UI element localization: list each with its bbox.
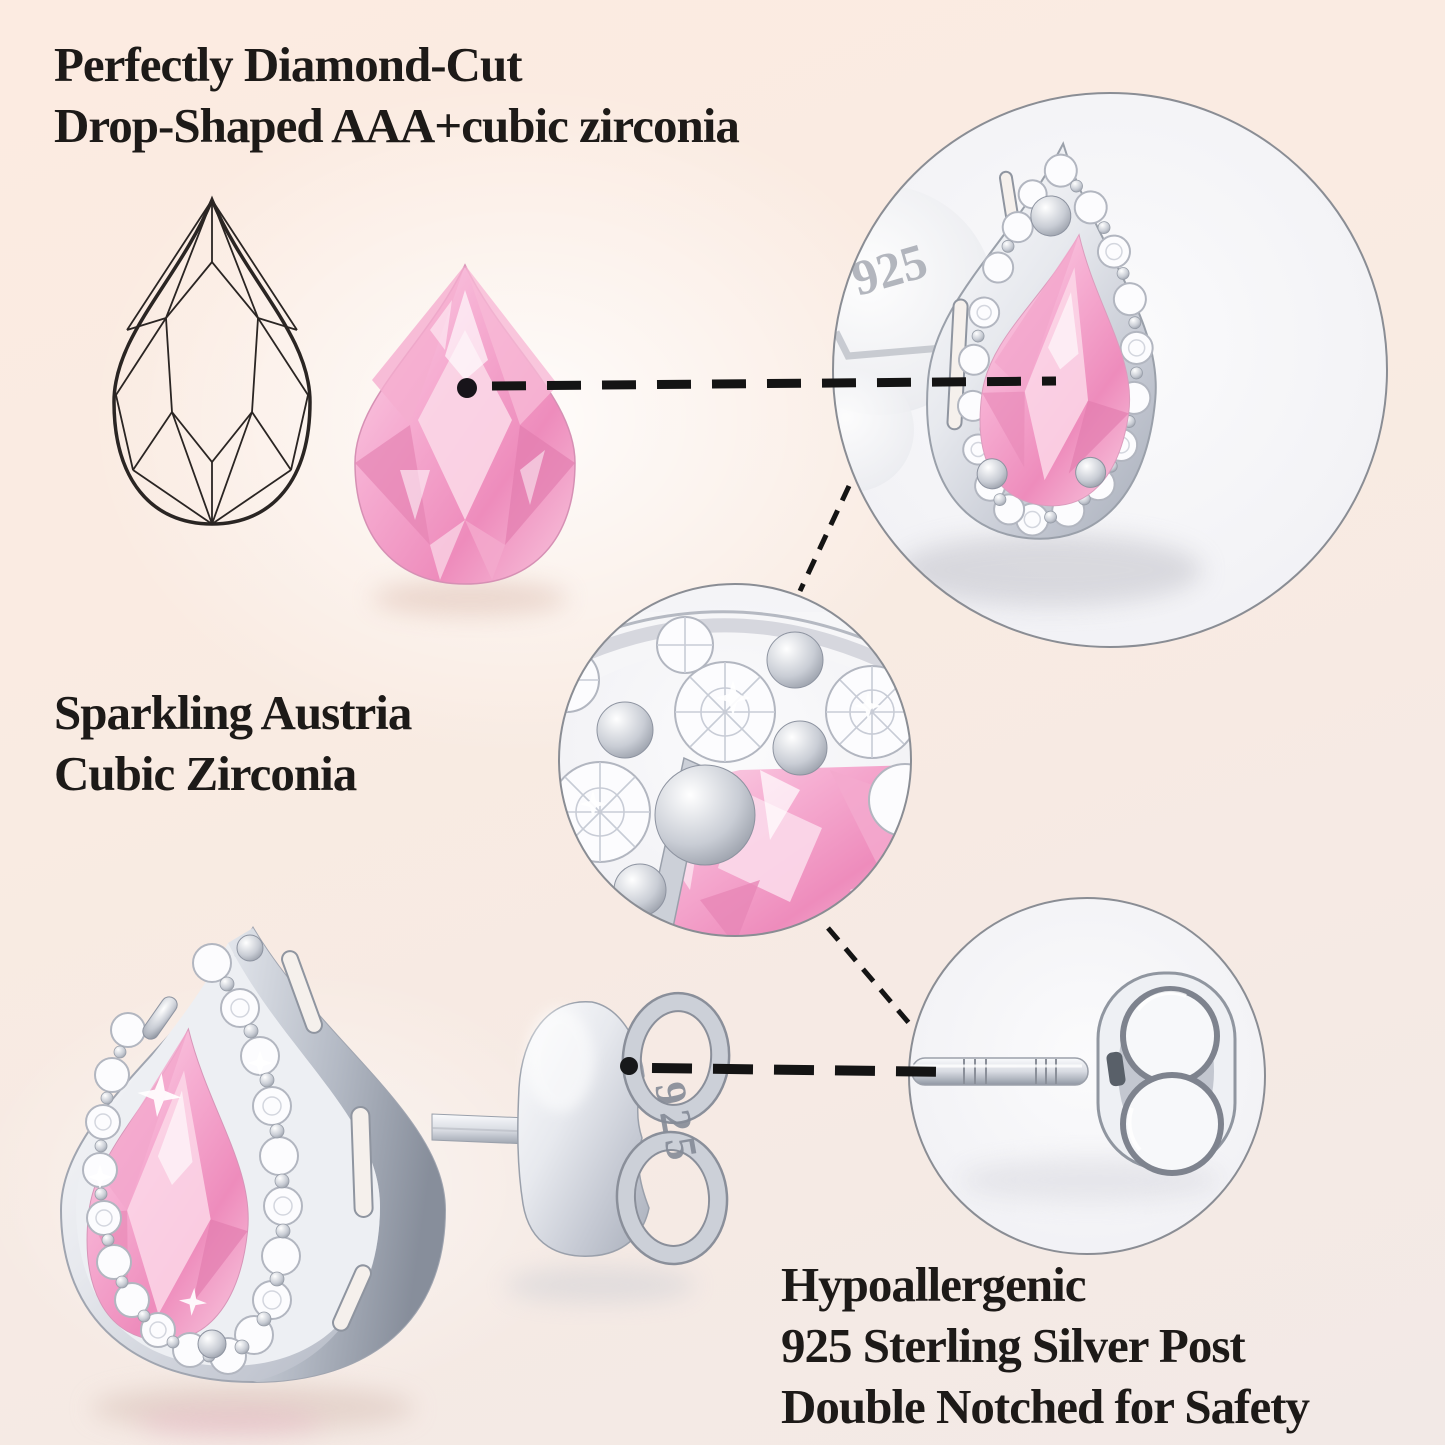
- earring-side-view-photo: 925: [59, 926, 731, 1437]
- heading-line: Perfectly Diamond-Cut: [54, 37, 523, 92]
- butterfly-back-rear-view: [1096, 971, 1237, 1176]
- heading-line: Drop-Shaped AAA+cubic zirconia: [54, 98, 740, 153]
- leader-line-post-to-closeup: [651, 1063, 957, 1077]
- heading-diamond-cut: Perfectly Diamond-Cut Drop-Shaped AAA+cu…: [54, 34, 740, 156]
- heading-sparkling: Sparkling Austria Cubic Zirconia: [54, 682, 412, 804]
- heading-line: Cubic Zirconia: [54, 746, 357, 801]
- earring-head-side-view: [59, 926, 447, 1384]
- pink-gem-photo: [354, 263, 576, 616]
- callout-earring-closeup: 925: [832, 92, 1388, 648]
- callout-pave-closeup: [558, 583, 912, 937]
- heading-line: 925 Sterling Silver Post: [781, 1318, 1246, 1373]
- leader-dot-gem: [457, 378, 477, 398]
- heading-line: Double Notched for Safety: [781, 1379, 1310, 1434]
- heading-line: Sparkling Austria: [54, 685, 412, 740]
- pear-cut-wireframe-diagram: [112, 195, 312, 526]
- callout-post-closeup: [908, 897, 1266, 1255]
- heading-hypoallergenic: Hypoallergenic 925 Sterling Silver Post …: [781, 1254, 1310, 1437]
- post-pin: [911, 1057, 1089, 1086]
- butterfly-back-side-view: 925: [517, 991, 731, 1266]
- heading-line: Hypoallergenic: [781, 1257, 1086, 1312]
- leader-line-pave-to-post: [826, 926, 916, 1031]
- leader-line-closeup-to-pave: [797, 484, 852, 593]
- leader-dot-post: [620, 1057, 638, 1075]
